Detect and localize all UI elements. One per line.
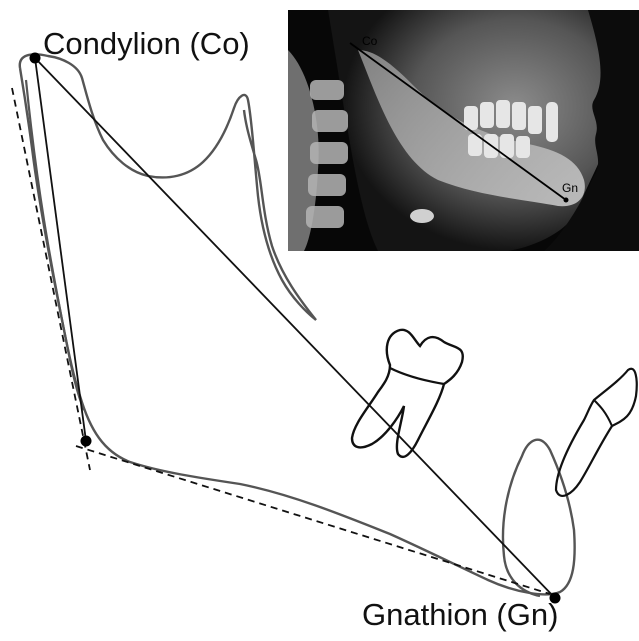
molar-tooth <box>352 330 463 457</box>
co-gonion-line <box>35 58 86 441</box>
incisor-tooth <box>556 369 637 496</box>
condylion-point <box>30 53 41 64</box>
inset-co-label: Co <box>362 35 377 47</box>
gonion-point <box>81 436 92 447</box>
gnathion-label: Gnathion (Gn) <box>362 599 558 630</box>
condylion-label: Condylion (Co) <box>43 28 250 59</box>
xray-image <box>288 10 639 251</box>
incisor-cej <box>594 400 612 426</box>
molar-cej <box>390 368 444 384</box>
ramus-tangent-line <box>12 88 90 470</box>
inset-gn-label: Gn <box>562 182 578 194</box>
cephalogram-xray-inset: Co Gn <box>288 10 639 251</box>
